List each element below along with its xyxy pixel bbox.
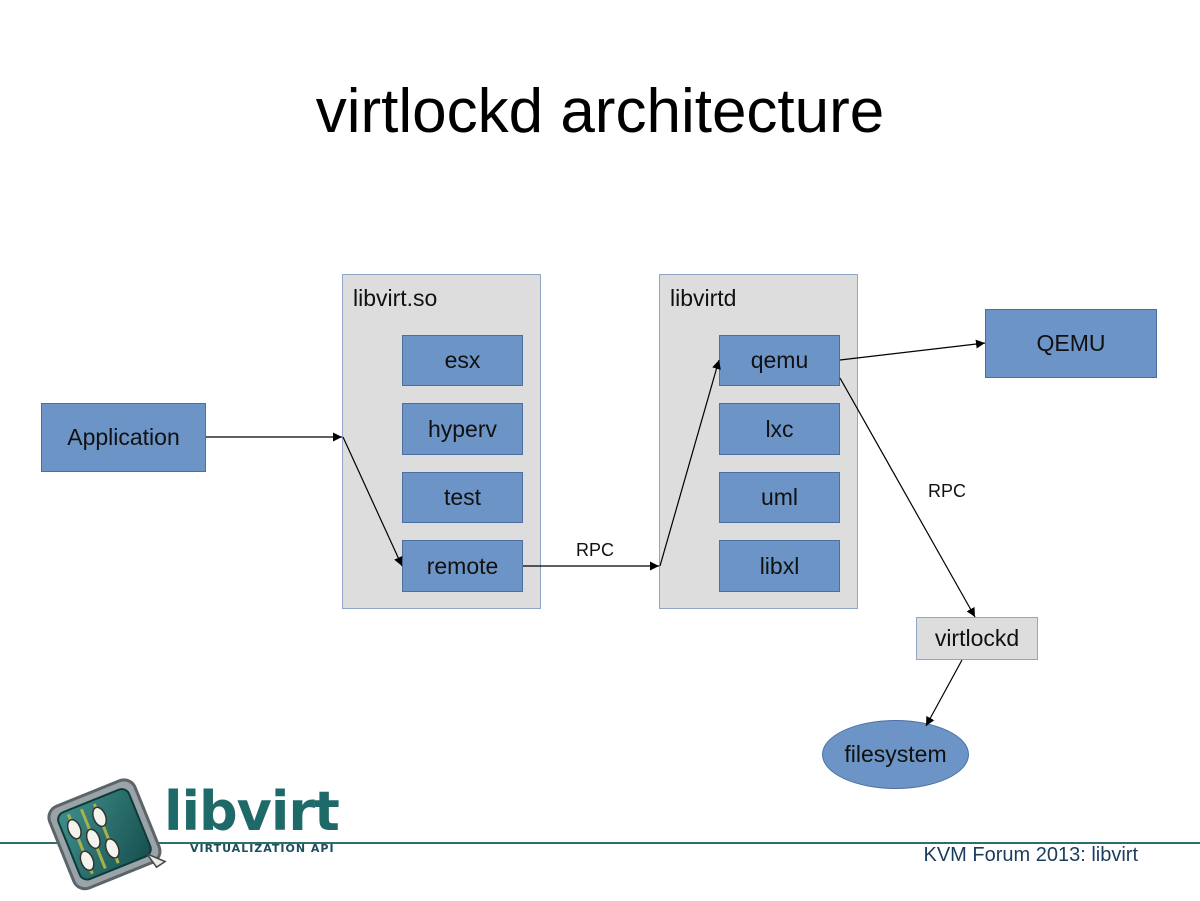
virtlockd-node: virtlockd — [916, 617, 1038, 660]
lxc-driver-node: lxc — [719, 403, 840, 455]
footer-rule — [0, 842, 1200, 844]
logo-tagline: VIRTUALIZATION API — [190, 842, 335, 855]
filesystem-node: filesystem — [822, 720, 969, 789]
esx-node: esx — [402, 335, 523, 386]
libvirt-so-label: libvirt.so — [353, 285, 438, 311]
libvirt-logo: libvirt VIRTUALIZATION API — [40, 770, 340, 896]
hyperv-node: hyperv — [402, 403, 523, 455]
remote-node: remote — [402, 540, 523, 592]
footer-text: KVM Forum 2013: libvirt — [923, 844, 1138, 866]
libxl-driver-node: libxl — [719, 540, 840, 592]
rpc-label-remote: RPC — [576, 540, 615, 560]
edge-qemu-to-qemu-process — [839, 339, 986, 361]
slide-title: virtlockd architecture — [315, 77, 885, 146]
rpc-label-virtlockd: RPC — [928, 481, 967, 501]
application-node: Application — [41, 403, 206, 472]
test-node: test — [402, 472, 523, 523]
qemu-driver-node: qemu — [719, 335, 840, 386]
uml-driver-node: uml — [719, 472, 840, 523]
libvirtd-label: libvirtd — [670, 285, 737, 311]
logo-wordmark: libvirt — [164, 780, 340, 843]
logo-emblem-icon — [47, 778, 167, 891]
qemu-process-node: QEMU — [985, 309, 1157, 378]
edge-virtlockd-to-filesystem — [925, 659, 963, 727]
